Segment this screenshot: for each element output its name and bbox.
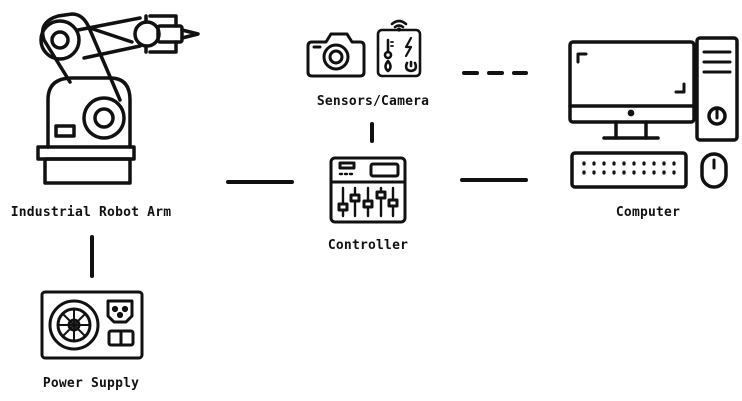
power-supply-icon: [40, 290, 144, 360]
sensors-camera-label: Sensors/Camera: [316, 94, 430, 109]
robot-arm-icon: [36, 12, 200, 185]
controller-label: Controller: [327, 238, 409, 253]
power-supply-label: Power Supply: [42, 376, 140, 391]
robot-arm-label: Industrial Robot Arm: [10, 205, 172, 220]
camera-icon: [306, 32, 366, 78]
controller-mixer-icon: [329, 156, 407, 224]
computer-label: Computer: [615, 205, 681, 220]
sensor-panel-icon: [376, 19, 422, 78]
desktop-computer-icon: [568, 36, 739, 189]
